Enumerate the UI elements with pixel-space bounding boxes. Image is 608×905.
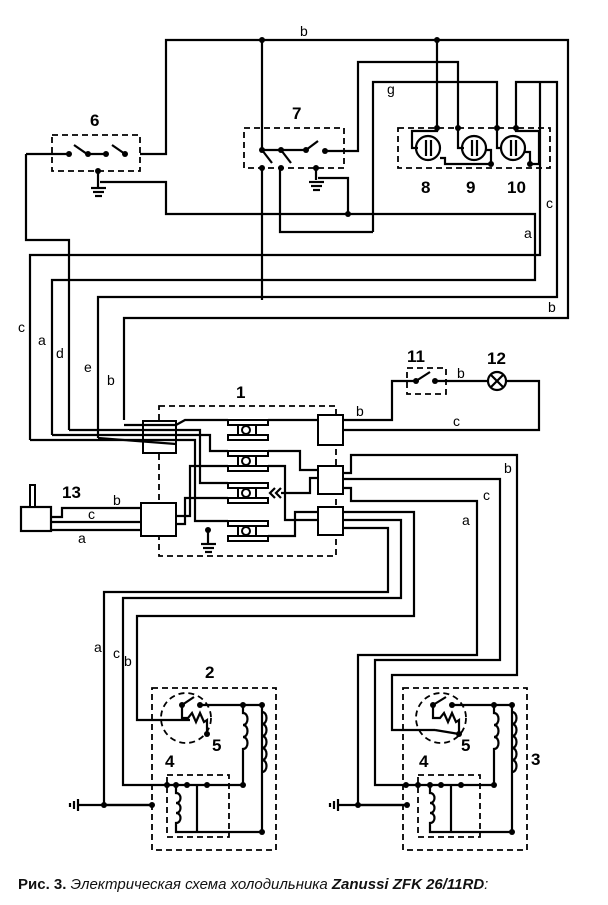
label-2: 2 [205,663,214,682]
caption-suffix: : [484,876,489,893]
wire-label: b [124,653,132,669]
wire-label: c [453,413,460,429]
wire-label: c [113,645,120,661]
label-5: 5 [461,736,470,755]
label-4: 4 [165,752,175,771]
component-7-switch: 7 [243,104,345,192]
wire-label: g [387,81,395,97]
wire-label: a [38,332,46,348]
caption-prefix: Рис. 3. [18,876,67,893]
wire-label: a [94,639,102,655]
label-9: 9 [466,178,475,197]
wire-label: b [107,372,115,388]
wire-label: a [462,512,470,528]
wire-label: b [356,403,364,419]
wire-label: c [88,506,95,522]
caption-text: Электрическая схема холодильника [66,876,332,893]
wire-label: a [524,225,532,241]
wire-label: b [300,23,308,39]
component-2-compressor: 2 5 4 [68,663,277,851]
components-8-9-10-heaters: 8 9 10 [397,125,551,197]
label-3: 3 [531,750,540,769]
label-4: 4 [419,752,429,771]
wire-label: b [113,492,121,508]
label-13: 13 [62,483,81,502]
wire-label: e [84,359,92,375]
label-1: 1 [236,383,245,402]
label-8: 8 [421,178,430,197]
wire-label: c [18,319,25,335]
figure-caption: Рис. 3. Электрическая схема холодильника… [18,876,488,893]
wire-label: b [457,365,465,381]
component-13-plug: 13 b c a [19,483,141,546]
wire-label: d [56,345,64,361]
label-12: 12 [487,349,506,368]
compressor-3-wires: b c a [343,453,519,807]
label-5: 5 [212,736,221,755]
wire-label: c [546,195,553,211]
wire-label: b [504,460,512,476]
component-3-compressor: 3 5 4 [328,687,540,851]
label-7: 7 [292,104,301,123]
wire-label: a [78,530,86,546]
label-6: 6 [90,111,99,130]
compressor-2-wires: a c b [94,510,416,807]
caption-model: Zanussi ZFK 26/11RD [331,876,485,893]
lamp-circuit: 11 12 b b c [343,347,541,432]
component-6-switch: 6 [26,111,141,198]
component-1-terminal-block: 1 [30,383,344,557]
wire-label: c [483,487,490,503]
label-10: 10 [507,178,526,197]
wire-label: b [548,299,556,315]
label-11: 11 [407,347,425,366]
